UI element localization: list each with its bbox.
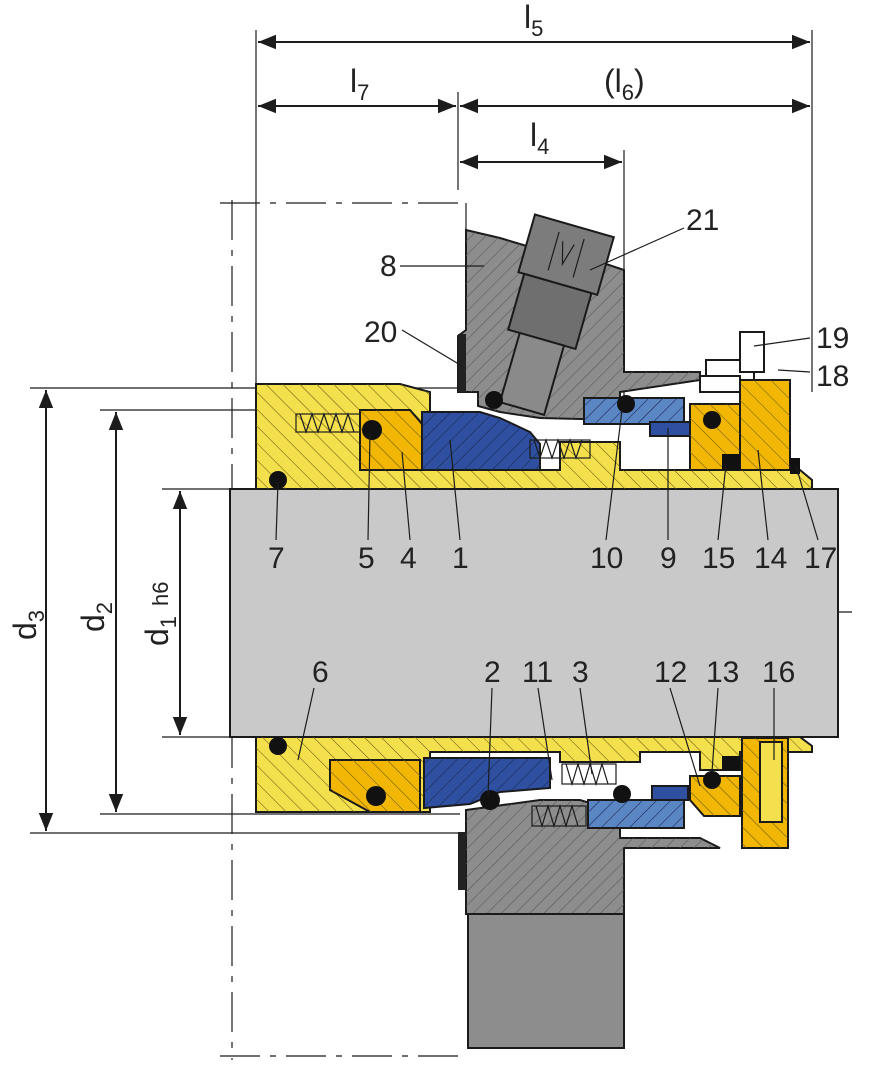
gasket-plate-lower — [458, 832, 466, 890]
dimension-lines — [30, 34, 810, 834]
spring-upper — [295, 412, 591, 460]
part-labels: 8 21 20 19 18 7 5 4 1 10 9 15 14 17 6 2 … — [268, 204, 849, 689]
label-20: 20 — [364, 316, 397, 349]
svg-text:d1h6: d1h6 — [139, 581, 181, 646]
label-17: 17 — [804, 542, 837, 575]
label-7: 7 — [268, 542, 285, 575]
gasket-plate — [458, 334, 466, 392]
label-15: 15 — [702, 542, 735, 575]
label-1: 1 — [452, 542, 469, 575]
label-16: 16 — [762, 656, 795, 689]
svg-text:d3: d3 — [7, 610, 49, 640]
clamp-ring-assembly — [699, 331, 791, 477]
label-21: 21 — [686, 204, 719, 237]
thrust-ring-lower — [651, 785, 689, 801]
label-19: 19 — [816, 322, 849, 355]
dim-d2: d2 — [75, 602, 117, 632]
dim-l6: (l6) — [604, 63, 645, 105]
label-3: 3 — [572, 656, 589, 689]
svg-text:d2: d2 — [75, 602, 117, 632]
dim-l7: l7 — [350, 63, 369, 105]
label-5: 5 — [358, 542, 375, 575]
dim-d1: d1h6 — [139, 581, 181, 646]
spring-lower — [531, 761, 617, 829]
dim-d3: d3 — [7, 610, 49, 640]
label-8: 8 — [380, 250, 397, 283]
label-9: 9 — [660, 542, 677, 575]
plug-screw — [498, 213, 616, 417]
set-screw — [759, 741, 783, 823]
shaft — [229, 488, 839, 738]
leader-lines — [275, 227, 819, 797]
label-11: 11 — [522, 656, 553, 689]
label-12: 12 — [654, 656, 687, 689]
thrust-ring — [649, 421, 691, 437]
label-14: 14 — [754, 542, 787, 575]
label-6: 6 — [312, 656, 329, 689]
label-4: 4 — [400, 542, 417, 575]
label-2: 2 — [484, 656, 501, 689]
o-rings-lower — [269, 737, 740, 810]
dim-l4: l4 — [530, 117, 549, 159]
gland-housing-lower — [465, 799, 721, 1049]
label-10: 10 — [590, 542, 623, 575]
o-rings-upper — [269, 391, 800, 489]
dim-l5: l5 — [524, 0, 543, 41]
label-13: 13 — [706, 656, 739, 689]
label-18: 18 — [816, 360, 849, 393]
